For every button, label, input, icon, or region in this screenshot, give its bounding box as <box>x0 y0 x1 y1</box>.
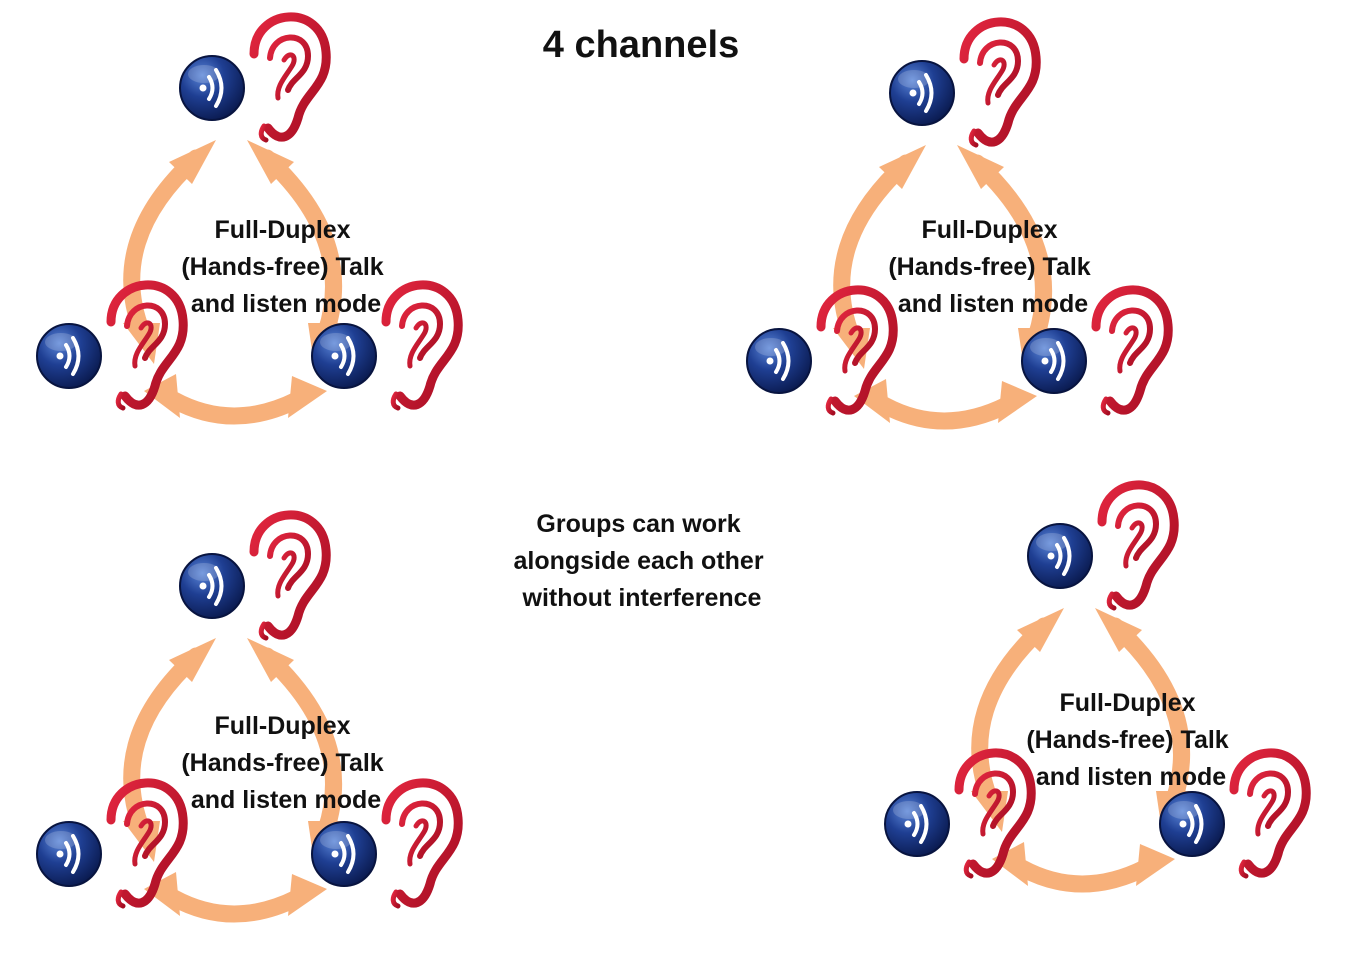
group-label-line: and listen mode <box>191 786 381 814</box>
channel-group-4: Full-Duplex (Hands-free) Talk and listen… <box>885 485 1306 886</box>
group-label: Full-Duplex (Hands-free) Talk and listen… <box>1026 689 1235 791</box>
group-label: Full-Duplex (Hands-free) Talk and listen… <box>181 216 390 318</box>
interference-note: Groups can work alongside each other wit… <box>513 510 770 612</box>
channel-group-2: Full-Duplex (Hands-free) Talk and listen… <box>747 22 1168 423</box>
diagram-title: 4 channels <box>543 24 739 66</box>
listener-ring <box>885 485 1306 886</box>
group-label-line: Full-Duplex <box>921 216 1057 244</box>
group-label: Full-Duplex (Hands-free) Talk and listen… <box>181 712 390 814</box>
note-line: alongside each other <box>513 547 763 575</box>
channel-group-1: Full-Duplex (Hands-free) Talk and listen… <box>37 17 458 418</box>
group-label-line: (Hands-free) Talk <box>181 253 383 281</box>
group-label-line: Full-Duplex <box>214 712 350 740</box>
note-line: without interference <box>522 584 762 612</box>
group-label-line: and listen mode <box>898 290 1088 318</box>
group-label: Full-Duplex (Hands-free) Talk and listen… <box>888 216 1097 318</box>
group-label-line: Full-Duplex <box>214 216 350 244</box>
group-label-line: Full-Duplex <box>1059 689 1195 717</box>
group-label-line: (Hands-free) Talk <box>888 253 1090 281</box>
group-label-line: (Hands-free) Talk <box>1026 726 1228 754</box>
channel-group-3: Full-Duplex (Hands-free) Talk and listen… <box>37 515 458 916</box>
group-label-line: and listen mode <box>1036 763 1226 791</box>
note-line: Groups can work <box>536 510 740 538</box>
group-label-line: (Hands-free) Talk <box>181 749 383 777</box>
group-label-line: and listen mode <box>191 290 381 318</box>
